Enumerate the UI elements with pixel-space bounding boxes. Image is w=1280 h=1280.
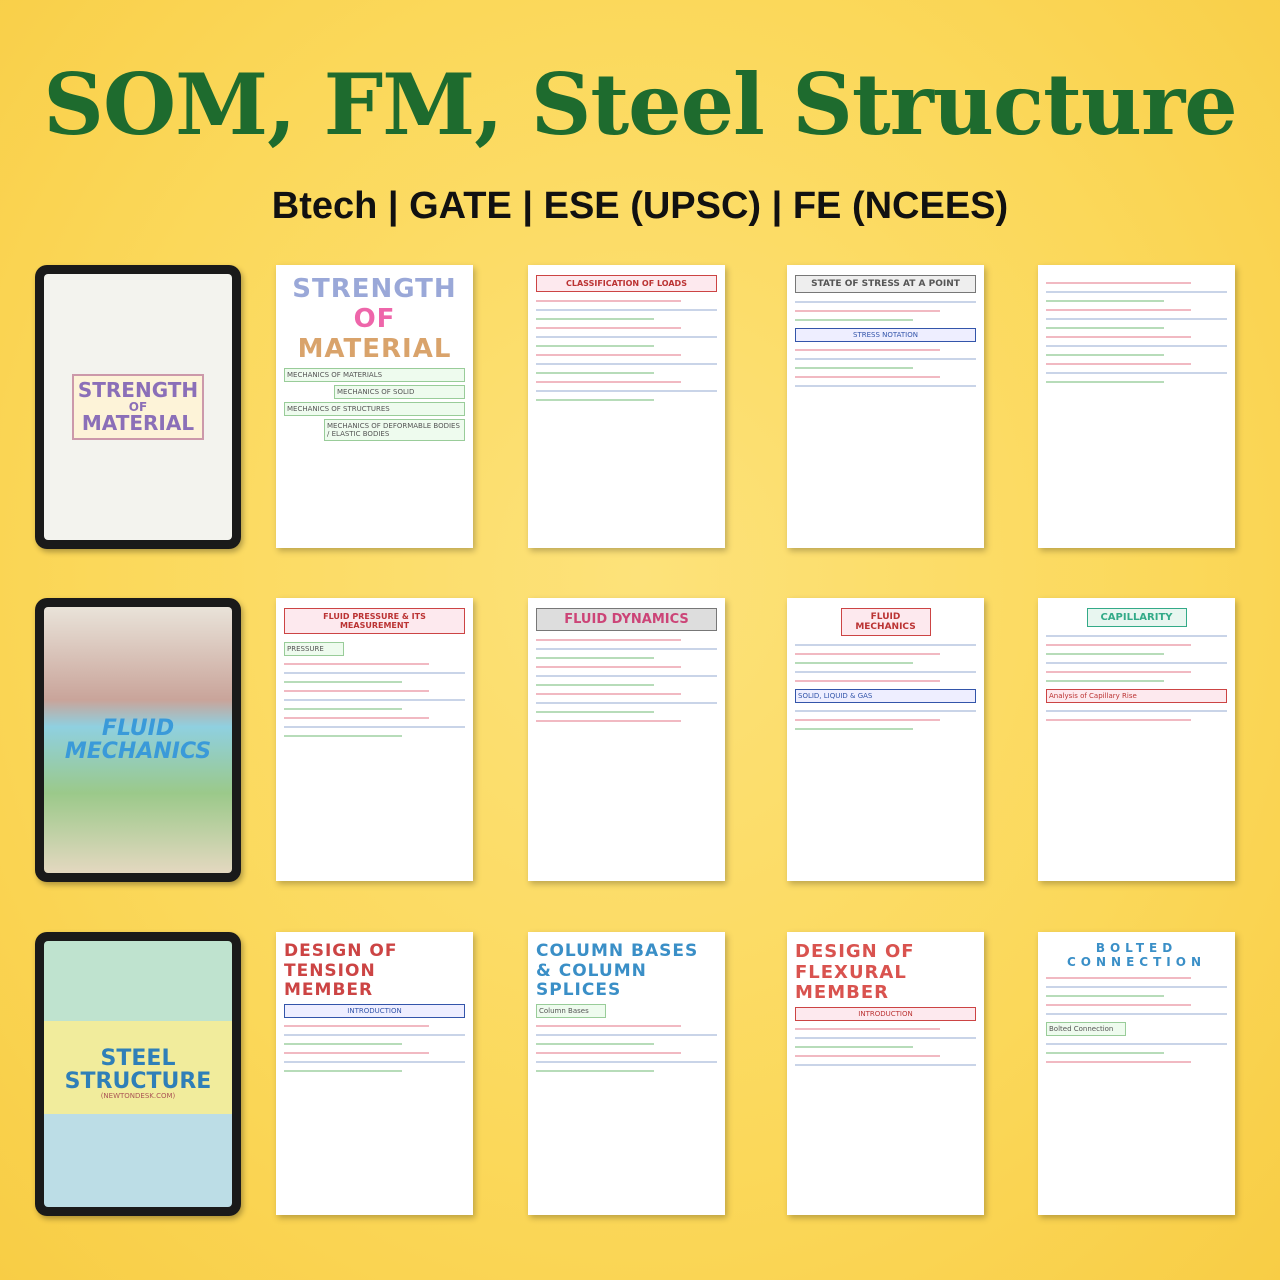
- page-stress-diagram: [1038, 265, 1235, 548]
- page-tension: DESIGN OF TENSION MEMBER INTRODUCTION: [276, 932, 473, 1215]
- page-fluid-pressure: FLUID PRESSURE & ITS MEASUREMENT PRESSUR…: [276, 598, 473, 881]
- heading: DESIGN OF TENSION MEMBER: [284, 941, 398, 1001]
- cover-line: STRENGTH: [77, 377, 199, 402]
- page-fluid-dynamics: FLUID DYNAMICS: [528, 598, 725, 881]
- main-title: SOM, FM, Steel Structure: [43, 55, 1237, 154]
- cover-line: OF: [128, 399, 148, 414]
- page-column: COLUMN BASES & COLUMN SPLICES Column Bas…: [528, 932, 725, 1215]
- subheading: Analysis of Capillary Rise: [1046, 689, 1227, 703]
- cover-line: STRUCTURE: [64, 1069, 212, 1095]
- tablet-fm-cover: FLUID MECHANICS: [35, 598, 241, 882]
- cover-line: MECHANICS: [64, 739, 212, 764]
- page-stress: STATE OF STRESS AT A POINT STRESS NOTATI…: [787, 265, 984, 548]
- heading: OF: [353, 303, 396, 334]
- heading: CAPILLARITY: [1086, 608, 1187, 627]
- heading: FLUID MECHANICS: [840, 608, 931, 636]
- heading: CLASSIFICATION OF LOADS: [536, 275, 717, 292]
- subheading: Bolted Connection: [1046, 1021, 1126, 1036]
- subheading: PRESSURE: [284, 642, 344, 656]
- item: MECHANICS OF MATERIALS: [284, 367, 465, 382]
- subheading: STRESS NOTATION: [795, 328, 976, 342]
- subheading: SOLID, LIQUID & GAS: [795, 689, 976, 703]
- page-loads: CLASSIFICATION OF LOADS: [528, 265, 725, 548]
- subheading: INTRODUCTION: [284, 1003, 465, 1018]
- page-capillarity: CAPILLARITY Analysis of Capillary Rise: [1038, 598, 1235, 881]
- subtitle: Btech | GATE | ESE (UPSC) | FE (NCEES): [271, 185, 1009, 227]
- tablet-som-cover: STRENGTH OF MATERIAL: [35, 265, 241, 549]
- heading: STATE OF STRESS AT A POINT: [795, 275, 976, 293]
- heading: FLUID DYNAMICS: [536, 608, 717, 631]
- heading: COLUMN BASES & COLUMN SPLICES: [536, 941, 699, 1001]
- page-flexural: DESIGN OF FLEXURAL MEMBER INTRODUCTION: [787, 932, 984, 1215]
- item: MECHANICS OF STRUCTURES: [284, 401, 465, 416]
- cover-line: MATERIAL: [81, 411, 195, 436]
- tablet-steel-cover: STEEL STRUCTURE (NEWTONDESK.COM): [35, 932, 241, 1216]
- subheading: Column Bases: [536, 1003, 606, 1018]
- heading: BOLTED CONNECTION: [1067, 941, 1206, 969]
- heading: MATERIAL: [297, 333, 452, 364]
- page-bolted: BOLTED CONNECTION Bolted Connection: [1038, 932, 1235, 1215]
- heading: DESIGN OF FLEXURAL MEMBER: [795, 941, 915, 1004]
- item: MECHANICS OF SOLID: [334, 384, 465, 399]
- item: MECHANICS OF DEFORMABLE BODIES / ELASTIC…: [324, 418, 465, 441]
- heading: STRENGTH: [292, 274, 457, 304]
- cover-url: (NEWTONDESK.COM): [100, 1092, 176, 1101]
- cover-line: FLUID: [101, 715, 175, 741]
- page-fluid-mechanics: FLUID MECHANICS SOLID, LIQUID & GAS: [787, 598, 984, 881]
- subheading: INTRODUCTION: [795, 1007, 976, 1022]
- heading: FLUID PRESSURE & ITS MEASUREMENT: [284, 608, 465, 634]
- cover-line: STEEL: [100, 1046, 176, 1072]
